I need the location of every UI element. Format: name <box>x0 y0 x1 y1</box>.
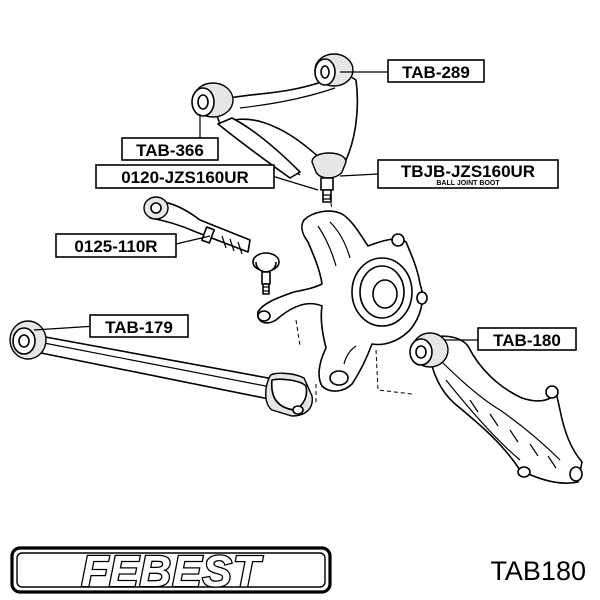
lateral-link-ball-joint <box>252 252 280 295</box>
lower-link-tab-179 <box>9 320 313 417</box>
label-tbjb-jzs160ur: TBJB-JZS160UR BALL JOINT BOOT <box>377 159 559 189</box>
label-tab-289: TAB-289 <box>387 59 485 83</box>
assembly-guide-lines <box>295 195 413 404</box>
label-tab-180-text: TAB-180 <box>493 331 561 350</box>
steering-knuckle <box>256 210 428 392</box>
label-tab-179-text: TAB-179 <box>105 318 173 337</box>
leader-lines <box>33 71 478 341</box>
label-tab-366: TAB-366 <box>121 137 219 161</box>
lower-arm-tab-180 <box>409 332 583 485</box>
label-0120-jzs160ur-text: 0120-JZS160UR <box>121 168 249 187</box>
label-tbjb-jzs160ur-text: TBJB-JZS160UR <box>401 162 535 181</box>
febest-logo: FEBEST <box>10 546 332 597</box>
upper-ball-joint <box>311 152 347 203</box>
lateral-link-0125-110r <box>143 196 251 255</box>
label-tab-366-text: TAB-366 <box>136 141 204 160</box>
label-0120-jzs160ur: 0120-JZS160UR <box>95 164 275 189</box>
part-number: TAB180 <box>490 556 586 586</box>
label-tab-289-text: TAB-289 <box>402 63 470 82</box>
bushing-tab-289 <box>314 53 354 87</box>
label-tab-180: TAB-180 <box>477 327 577 351</box>
label-0125-110r: 0125-110R <box>55 233 177 258</box>
bushing-tab-366 <box>191 82 234 118</box>
upper-control-arm <box>211 71 359 179</box>
label-ball-joint-boot-text: BALL JOINT BOOT <box>436 180 500 187</box>
label-0125-110r-text: 0125-110R <box>74 237 157 256</box>
label-tab-179: TAB-179 <box>89 314 189 338</box>
febest-logo-text: FEBEST <box>81 547 263 596</box>
